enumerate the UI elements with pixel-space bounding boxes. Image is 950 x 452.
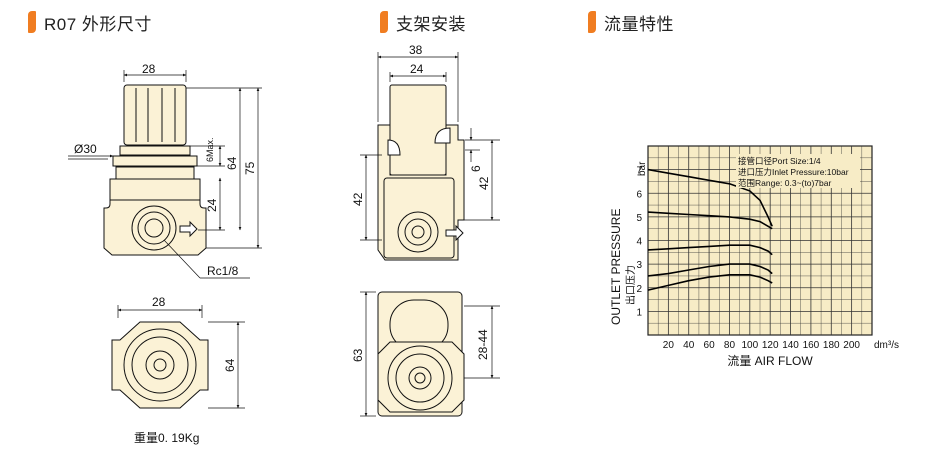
x-axis-label: 流量 AIR FLOW [727, 354, 813, 368]
dim-bracket-height-63: 63 [351, 348, 365, 362]
y-tick-label: 4 [636, 237, 642, 248]
x-tick-label: 20 [663, 340, 675, 351]
dim-bracket-6: 6 [469, 165, 483, 172]
y-tick-label: 5 [636, 213, 642, 224]
dim-front-port-rc: Rc1/8 [207, 264, 239, 278]
bracket-flow-arrow-icon [445, 224, 464, 242]
legend-box [736, 154, 860, 188]
bottom-view-dims [117, 305, 245, 409]
weight-label: 重量0. 19Kg [134, 431, 200, 445]
dim-bottom-width-28: 28 [152, 295, 166, 309]
lock-nut [112, 155, 198, 167]
legend-entry: 范围Range: 0.3~(to)7bar [738, 178, 831, 188]
series-line [647, 263, 773, 277]
x-tick-label: 160 [803, 340, 820, 351]
dim-front-height-64: 64 [225, 156, 239, 170]
y-tick-label: 7 [636, 166, 642, 177]
x-tick-label: 180 [823, 340, 840, 351]
dim-front-height-75: 75 [243, 161, 257, 175]
x-tick-label: 40 [683, 340, 695, 351]
bracket-slot-2 [434, 127, 451, 144]
header-dimensions: R07 外形尺寸 [28, 8, 152, 36]
plot-series [647, 168, 773, 291]
bracket-center [414, 372, 426, 384]
series-line [647, 211, 773, 230]
front-view-drawing [103, 84, 207, 256]
orange-tab-icon [380, 11, 388, 33]
bottom-center [153, 358, 167, 372]
bracket-front-drawing [377, 84, 465, 261]
x-tick-label: 100 [741, 340, 758, 351]
series-line [647, 244, 773, 256]
bracket-bottom-drawing [377, 291, 465, 417]
bracket-bottom-dims [360, 291, 500, 417]
dim-bottom-height-64: 64 [223, 358, 237, 372]
orange-tab-icon [28, 11, 36, 33]
orange-tab-icon [588, 11, 596, 33]
dim-front-height-24: 24 [205, 198, 219, 212]
bracket-knob [389, 84, 447, 176]
lock-ring [119, 145, 191, 156]
bonnet [115, 166, 195, 180]
y-tick-label: 3 [636, 260, 642, 271]
dim-bracket-height-42-left: 42 [351, 192, 365, 206]
header-flow: 流量特性 [588, 8, 674, 36]
series-line [647, 168, 773, 227]
legend-entry: 进口压力Inlet Pressure:10bar [738, 167, 849, 177]
x-tick-label: 200 [843, 340, 860, 351]
y-tick-label: 2 [636, 284, 642, 295]
header-bracket: 支架安装 [380, 8, 466, 36]
y-tick-label: 1 [636, 307, 642, 318]
bottom-view-drawing [111, 321, 209, 409]
header-dimensions-label: R07 外形尺寸 [44, 14, 152, 34]
front-view-dims [68, 70, 262, 279]
header-bracket-label: 支架安装 [396, 14, 466, 34]
bracket-port-hole [411, 225, 425, 239]
legend-entry: 接管口径Port Size:1/4 [738, 156, 821, 166]
dim-bracket-width-38: 38 [409, 43, 423, 57]
x-tick-label: 120 [762, 340, 779, 351]
x-tick-label: 80 [724, 340, 736, 351]
dim-bracket-width-24: 24 [410, 62, 424, 76]
dim-bracket-28-44: 28-44 [476, 329, 490, 360]
y-unit-label: bar [637, 161, 648, 176]
y-tick-labels: 1 2 3 4 5 6 7 [636, 166, 642, 319]
dim-front-width-28: 28 [142, 62, 156, 76]
bracket-slot [387, 139, 401, 156]
dim-front-diameter-30: Ø30 [74, 142, 97, 156]
x-tick-label: 140 [782, 340, 799, 351]
knob [123, 84, 187, 146]
y-axis-label: OUTLET PRESSURE [609, 209, 623, 325]
dim-front-6max: 6Max. [205, 137, 215, 162]
header-flow-label: 流量特性 [604, 14, 674, 34]
bracket-front-dims [360, 52, 500, 241]
flow-arrow-icon [179, 220, 198, 238]
plot-grid [648, 146, 872, 335]
x-unit-label: dm³/s [874, 340, 899, 351]
y-tick-label: 6 [636, 189, 642, 200]
y-axis-label-cn: 出口压力 [624, 265, 637, 305]
series-line [647, 274, 773, 291]
port-hole [144, 218, 164, 238]
x-tick-label: 60 [704, 340, 716, 351]
dim-bracket-height-42-right: 42 [477, 176, 491, 190]
